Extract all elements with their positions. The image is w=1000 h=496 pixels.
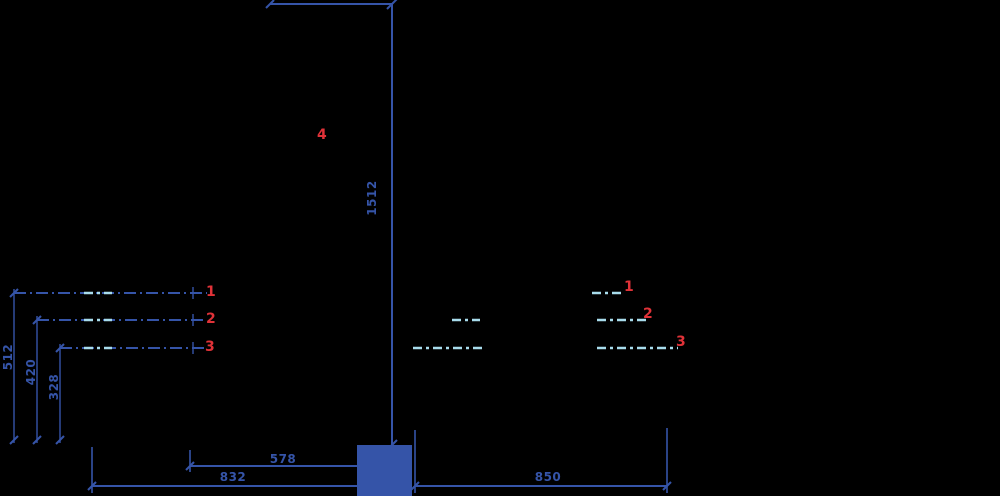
callout-mast-4: 4: [317, 127, 327, 143]
dim-bottom-outer-label: 832: [219, 470, 247, 484]
dimension-lines: [92, 3, 667, 487]
dim-left-height-2-label: 420: [24, 358, 38, 386]
callout-right-3: 3: [676, 334, 686, 350]
callout-left-1: 1: [206, 284, 216, 300]
dimension-ticks: [9, 0, 672, 491]
callout-left-3: 3: [205, 339, 215, 355]
dim-left-height-3-label: 328: [47, 373, 61, 401]
mast-base-block: [357, 445, 412, 496]
dim-total-height-label: 1512: [365, 180, 379, 216]
dim-left-height-1-label: 512: [1, 343, 15, 371]
antenna-centerlines: [84, 291, 678, 350]
callout-right-2: 2: [643, 306, 653, 322]
dim-bottom-right-label: 850: [534, 470, 562, 484]
dim-bottom-inner-label: 578: [269, 452, 297, 466]
callout-left-2: 2: [206, 311, 216, 327]
callout-right-1: 1: [624, 279, 634, 295]
left-vertical-extensions: [13, 287, 194, 443]
